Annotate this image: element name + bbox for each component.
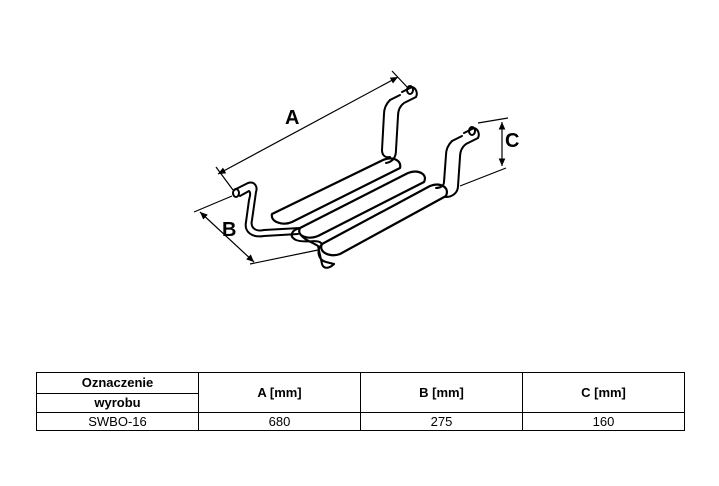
header-dimension-b: B [mm] [360, 372, 523, 413]
dimension-b-label: B [222, 219, 236, 241]
dimension-a-label: A [285, 107, 299, 129]
cell-dimension-a: 680 [198, 412, 361, 431]
cell-product-name: SWBO-16 [36, 412, 199, 431]
table-header-row: Oznaczenie wyrobu A [mm] B [mm] C [mm] [36, 372, 685, 413]
dimension-c [459, 117, 509, 187]
frame-left [232, 181, 335, 269]
dimension-b-line [199, 211, 255, 263]
header-dimension-c: C [mm] [522, 372, 685, 413]
dimension-a-line [217, 76, 399, 175]
cell-dimension-c: 160 [522, 412, 685, 431]
dimension-b [193, 195, 319, 265]
header-product-designation: Oznaczenie wyrobu [36, 372, 199, 413]
table-row: SWBO-16 680 275 160 [36, 412, 685, 431]
header-product-designation-line1: Oznaczenie [37, 373, 198, 394]
dimensions-table: Oznaczenie wyrobu A [mm] B [mm] C [mm] S… [36, 372, 685, 431]
dimension-a [215, 70, 409, 191]
product-technical-drawing: A B C [193, 70, 519, 269]
header-product-designation-line2: wyrobu [94, 395, 141, 410]
dimension-c-label: C [505, 130, 519, 152]
header-dimension-a: A [mm] [198, 372, 361, 413]
seat-slats [270, 157, 448, 257]
cell-dimension-b: 275 [360, 412, 523, 431]
